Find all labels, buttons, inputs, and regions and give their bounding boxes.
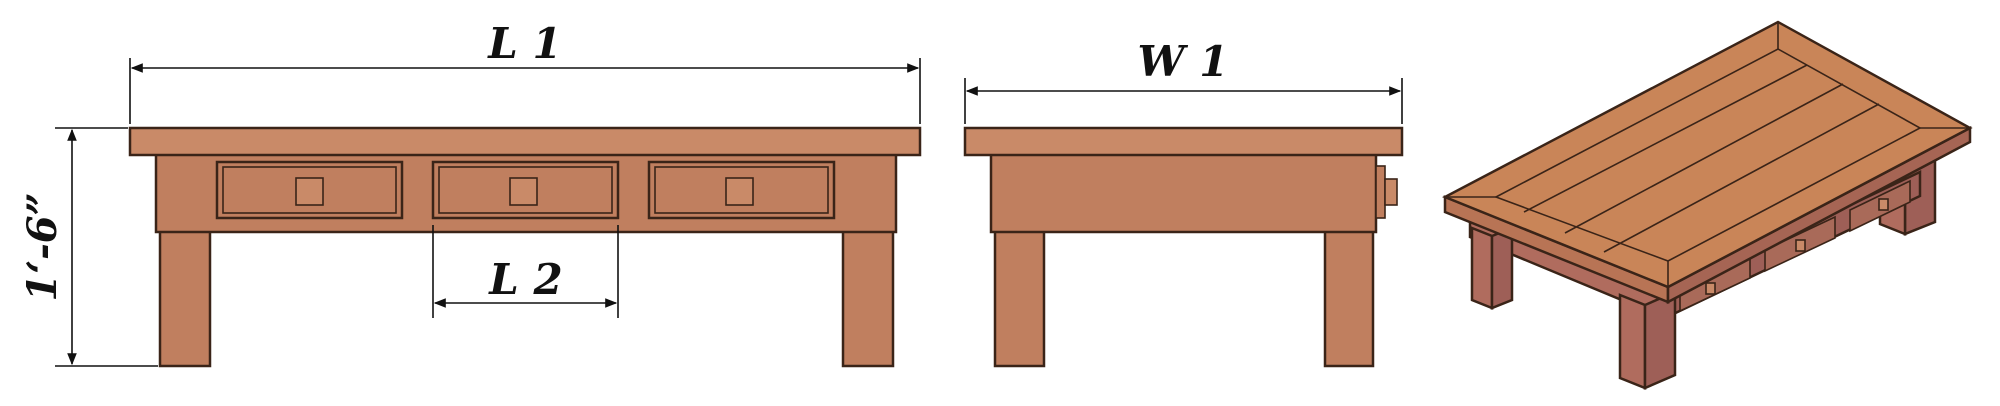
side-right-leg bbox=[1323, 226, 1375, 368]
drawer-pull-icon bbox=[295, 177, 324, 206]
iso-front-right-leg bbox=[1618, 290, 1677, 390]
front-right-leg bbox=[841, 226, 895, 368]
front-drawer-3 bbox=[647, 160, 836, 220]
length-label: L 1 bbox=[487, 19, 561, 68]
height-dimension: 1‘-6” bbox=[19, 127, 158, 367]
front-drawer-1 bbox=[215, 160, 404, 220]
front-drawer-2 bbox=[431, 160, 620, 220]
length-dimension: L 1 bbox=[129, 19, 921, 124]
drawer-pull-icon bbox=[1705, 282, 1716, 295]
drawer-pull-icon bbox=[725, 177, 754, 206]
front-tabletop bbox=[128, 126, 922, 157]
drawer-length-label: L 2 bbox=[488, 255, 562, 304]
width-label: W 1 bbox=[1137, 37, 1228, 86]
width-dimension: W 1 bbox=[964, 37, 1403, 124]
iso-tabletop-planks bbox=[1523, 64, 1880, 253]
front-left-leg bbox=[158, 226, 212, 368]
side-view bbox=[963, 126, 1404, 368]
front-view bbox=[128, 126, 922, 368]
drawer-pull-icon bbox=[1795, 239, 1806, 252]
drawer-pull-icon bbox=[509, 177, 538, 206]
side-drawer-pull-icon bbox=[1375, 165, 1398, 219]
iso-front-left-leg bbox=[1470, 226, 1514, 310]
drawer-length-dimension: L 2 bbox=[432, 225, 619, 318]
side-tabletop bbox=[963, 126, 1404, 157]
iso-drawers bbox=[1679, 179, 1911, 313]
drawer-pull-icon bbox=[1878, 198, 1889, 211]
height-label: 1‘-6” bbox=[19, 192, 66, 301]
side-apron bbox=[989, 148, 1378, 234]
side-left-leg bbox=[993, 226, 1046, 368]
isometric-view bbox=[1442, 20, 1973, 390]
